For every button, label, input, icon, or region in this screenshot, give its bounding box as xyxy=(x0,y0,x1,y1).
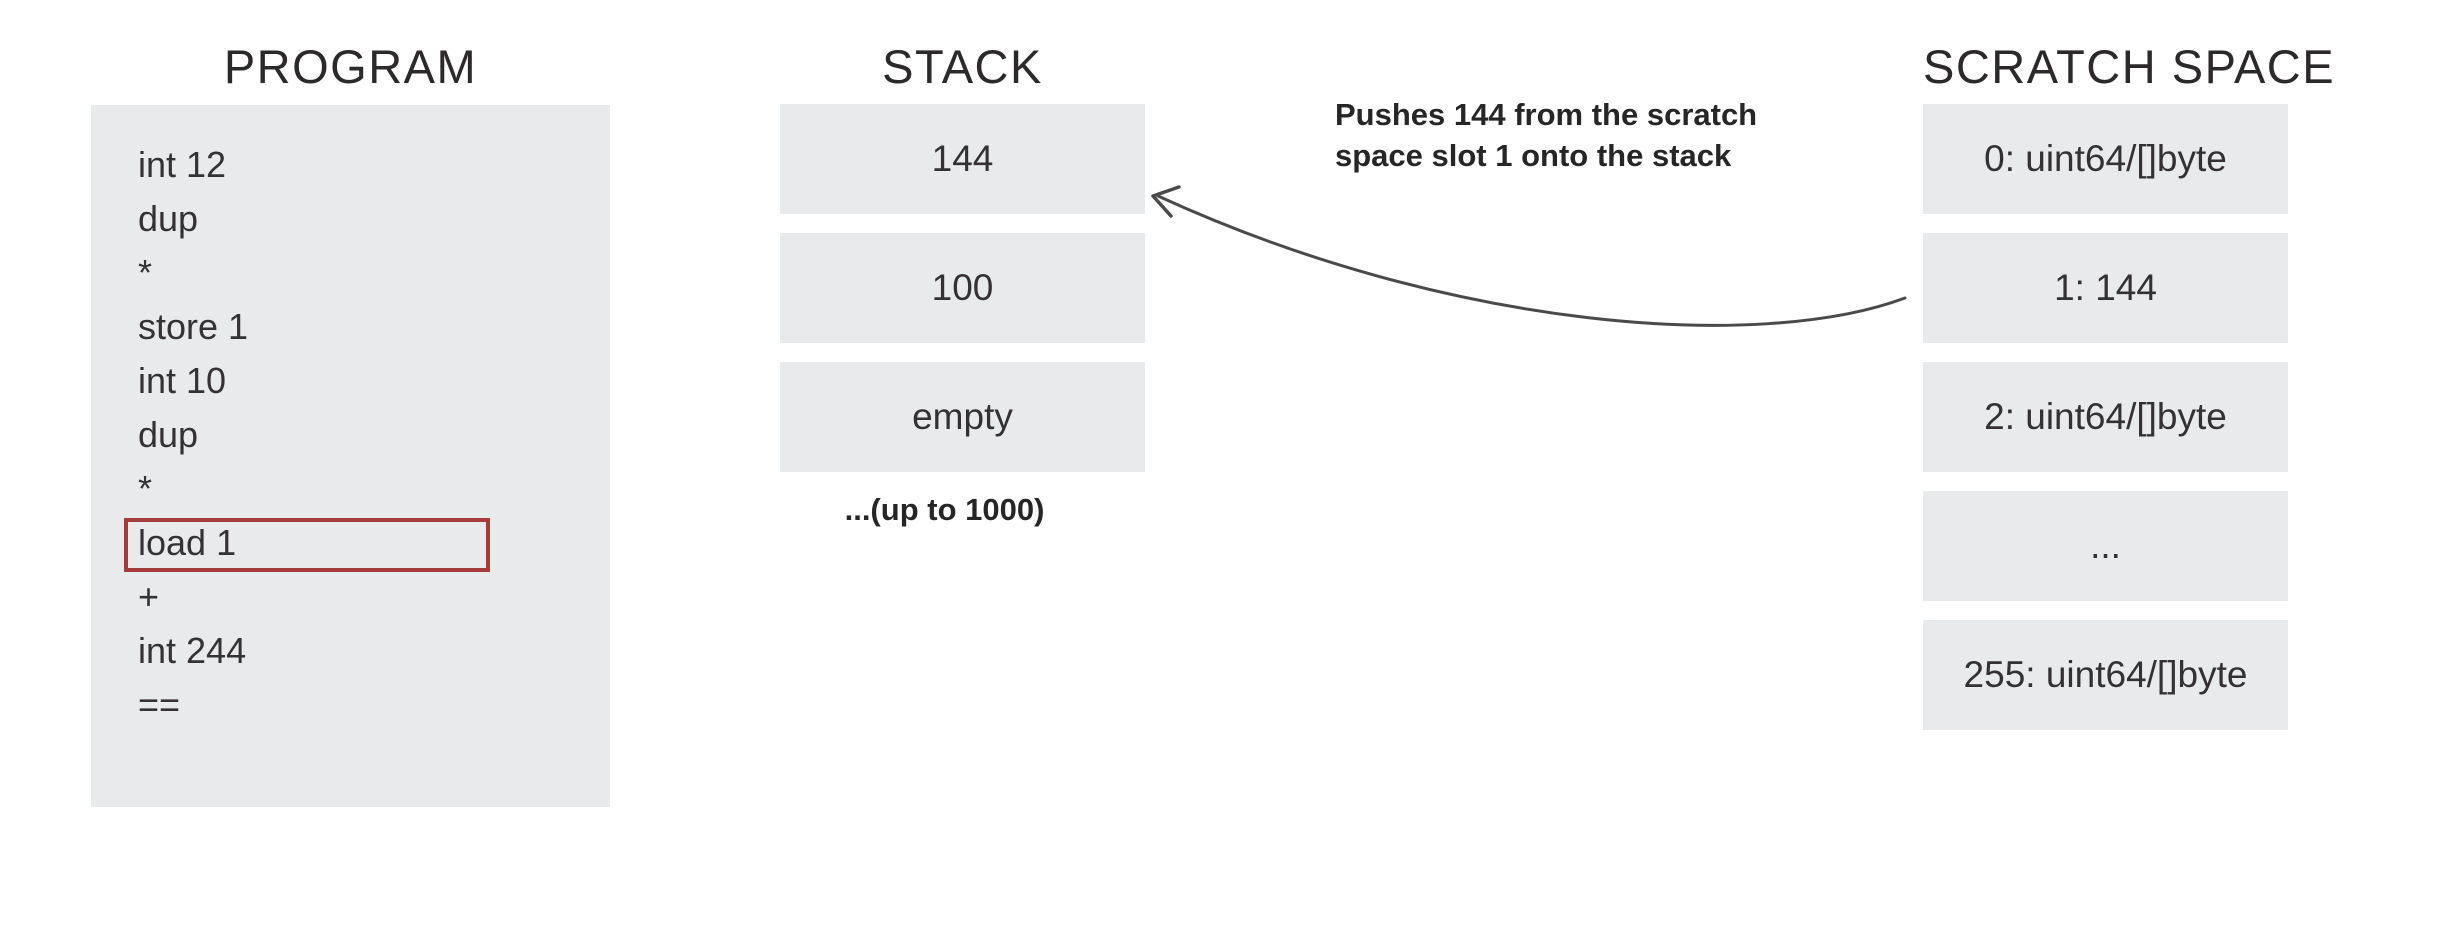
program-instruction: + xyxy=(138,576,160,617)
program-instruction: * xyxy=(138,252,153,293)
stack-slot-value: empty xyxy=(912,396,1013,437)
scratch-slot-value: 1: 144 xyxy=(2054,267,2157,308)
program-instruction: int 12 xyxy=(138,144,227,185)
program-instruction: * xyxy=(138,468,153,509)
stack-slot-top: 144 xyxy=(780,104,1145,214)
push-annotation-text: Pushes 144 from the scratch space slot 1… xyxy=(1335,94,1757,176)
program-column-title: PROGRAM xyxy=(223,40,478,93)
program-instruction-list: int 12 dup * store 1 int 10 dup * load 1… xyxy=(138,138,578,732)
program-instruction-highlighted: load 1 xyxy=(138,522,237,563)
stack-slot-value: 100 xyxy=(931,267,994,308)
program-instruction: dup xyxy=(138,198,199,239)
program-instruction: == xyxy=(138,684,181,725)
stack-depth-caption: ...(up to 1000) xyxy=(844,492,1045,527)
scratch-slot-2: 2: uint64/[]byte xyxy=(1923,362,2288,472)
stack-slot: empty xyxy=(780,362,1145,472)
scratch-slot-value: 2: uint64/[]byte xyxy=(1984,396,2227,437)
program-instruction: store 1 xyxy=(138,306,249,347)
current-instruction-highlight-box xyxy=(124,518,490,572)
stack-slot-value: 144 xyxy=(931,138,994,179)
program-box xyxy=(91,105,610,807)
scratch-slot-0: 0: uint64/[]byte xyxy=(1923,104,2288,214)
scratch-slot-value: 0: uint64/[]byte xyxy=(1984,138,2227,179)
arrow-curve xyxy=(1156,194,1907,327)
scratch-slot-value: ... xyxy=(2090,525,2121,566)
scratch-slot-ellipsis: ... xyxy=(1923,491,2288,601)
annotation-line-2: space slot 1 onto the stack xyxy=(1335,138,1732,173)
scratch-slot-value: 255: uint64/[]byte xyxy=(1963,654,2248,695)
scratch-space-column-title: SCRATCH SPACE xyxy=(1923,40,2336,93)
program-instruction: dup xyxy=(138,414,199,455)
annotation-line-1: Pushes 144 from the scratch xyxy=(1335,97,1758,132)
program-instruction: int 244 xyxy=(138,630,247,671)
stack-slot: 100 xyxy=(780,233,1145,343)
program-instruction: int 10 xyxy=(138,360,227,401)
arrow-head xyxy=(1151,185,1181,218)
stack-column-title: STACK xyxy=(882,40,1043,93)
scratch-slot-1: 1: 144 xyxy=(1923,233,2288,343)
scratch-slot-255: 255: uint64/[]byte xyxy=(1923,620,2288,730)
